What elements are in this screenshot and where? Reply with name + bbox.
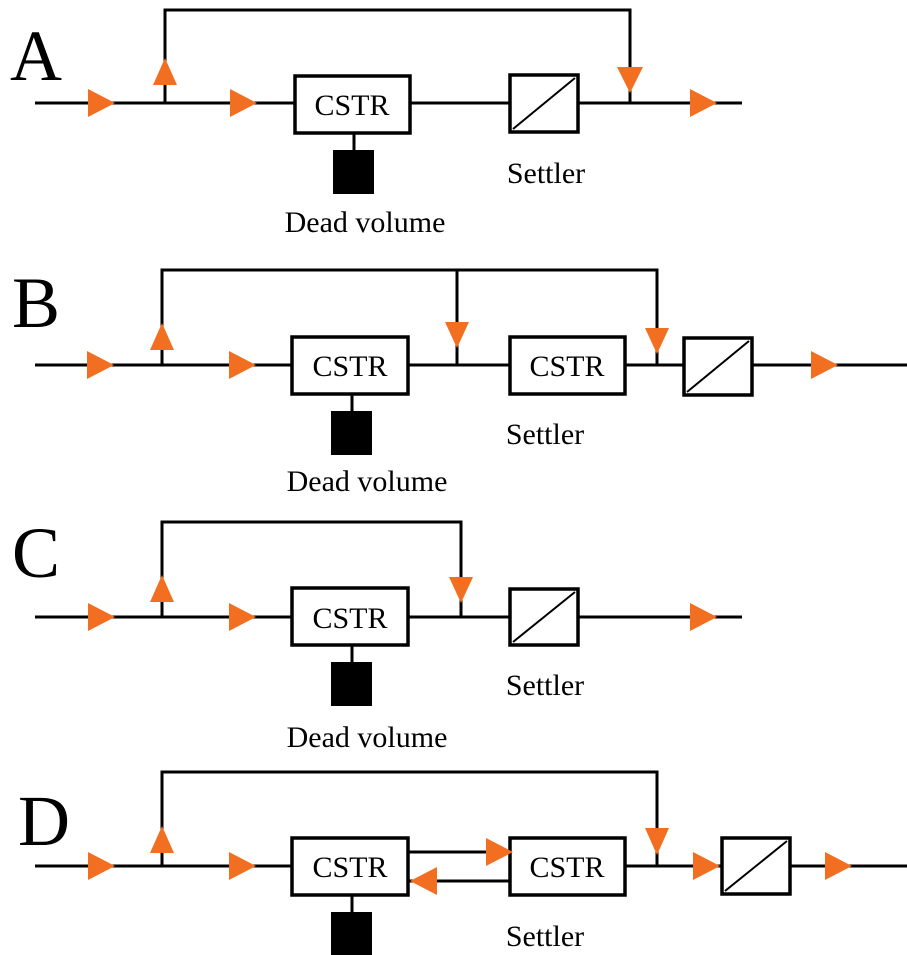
recycle-line xyxy=(163,8,632,103)
panel-letter-b: B xyxy=(12,263,60,343)
cstr-box xyxy=(290,586,410,647)
flow-arrow-icon xyxy=(230,89,257,117)
flow-arrow-icon xyxy=(87,351,114,379)
panel-b: B CSTR CSTR Settler Dead volume xyxy=(12,263,907,498)
recycle-line xyxy=(160,520,463,617)
settler-icon xyxy=(682,336,754,397)
flow-arrow-icon xyxy=(693,852,720,880)
dead-volume-icon xyxy=(333,150,374,194)
dead-volume-label: Dead volume xyxy=(285,206,446,239)
forward-exchange-arrow-icon xyxy=(486,838,513,866)
panel-letter-d: D xyxy=(18,781,70,861)
flow-arrow-icon xyxy=(811,351,838,379)
panel-letter-a: A xyxy=(10,16,62,96)
cstr-label: CSTR xyxy=(312,350,387,383)
dead-volume-label: Dead volume xyxy=(287,465,448,498)
flow-arrow-icon xyxy=(690,89,717,117)
recycle-arrow-icon xyxy=(150,323,174,350)
cstr-label: CSTR xyxy=(312,851,387,884)
dead-volume-icon xyxy=(331,912,372,955)
cstr-box xyxy=(293,74,412,135)
cstr-box xyxy=(508,335,627,396)
settler-label: Settler xyxy=(506,920,584,953)
recycle-arrow-icon xyxy=(150,575,174,602)
flow-arrow-icon xyxy=(690,603,717,631)
flow-arrow-icon xyxy=(229,852,256,880)
backward-exchange-arrow-icon xyxy=(410,867,437,895)
recycle-arrow-icon xyxy=(645,828,669,855)
flow-arrow-icon xyxy=(88,852,115,880)
settler-label: Settler xyxy=(507,157,585,190)
recycle-arrow-icon xyxy=(445,322,469,348)
recycle-arrow-icon xyxy=(150,826,174,853)
settler-icon xyxy=(720,836,792,896)
dead-volume-icon xyxy=(331,411,372,455)
cstr-box xyxy=(508,836,627,897)
recycle-arrow-icon xyxy=(645,328,669,354)
flow-arrow-icon xyxy=(229,351,256,379)
recycle-arrow-icon xyxy=(449,577,473,603)
settler-icon xyxy=(508,73,580,134)
flow-arrow-icon xyxy=(88,603,115,631)
dead-volume-icon xyxy=(331,662,372,706)
settler-icon xyxy=(508,587,580,647)
settler-label: Settler xyxy=(506,669,584,702)
cstr-label: CSTR xyxy=(529,350,604,383)
cstr-box xyxy=(290,335,410,396)
settler-label: Settler xyxy=(506,418,584,451)
recycle-arrow-icon xyxy=(153,58,177,85)
cstr-label: CSTR xyxy=(529,851,604,884)
panel-c: C CSTR Settler Dead volume xyxy=(12,513,742,754)
flow-arrow-icon xyxy=(825,852,852,880)
panel-a: A CSTR Settler Dead volume xyxy=(10,8,742,239)
recycle-line xyxy=(160,268,659,365)
flow-arrow-icon xyxy=(88,89,115,117)
cstr-label: CSTR xyxy=(314,89,389,122)
panel-d: D CSTR CSTR Settler xyxy=(18,770,907,955)
cstr-label: CSTR xyxy=(312,602,387,635)
cstr-box xyxy=(290,836,410,897)
recycle-arrow-icon xyxy=(617,67,643,93)
dead-volume-label: Dead volume xyxy=(287,721,448,754)
recycle-line xyxy=(160,770,659,866)
panel-letter-c: C xyxy=(12,513,60,593)
flow-arrow-icon xyxy=(229,603,256,631)
